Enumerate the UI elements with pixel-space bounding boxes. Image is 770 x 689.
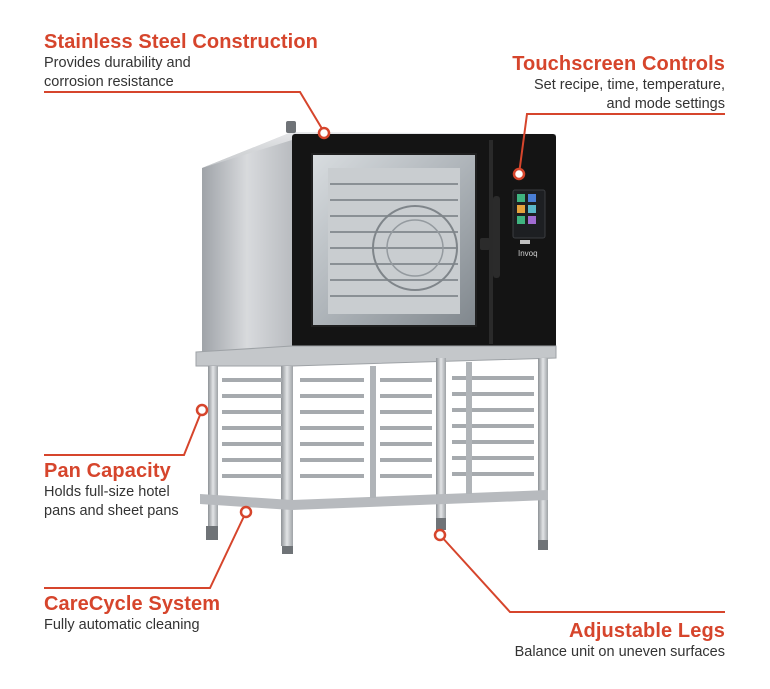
callout-desc: corrosion resistance [44, 74, 174, 90]
leader-pan [44, 409, 203, 456]
adjustable-foot [436, 518, 446, 530]
marker-carecycle [239, 505, 253, 519]
callout-title: Adjustable Legs [569, 620, 725, 642]
marker-legs [433, 528, 447, 542]
leader-stainless [44, 91, 325, 133]
callout-title: Stainless Steel Construction [44, 31, 318, 53]
adjustable-foot [538, 540, 548, 550]
stand-post-front-left [281, 366, 293, 546]
callout-desc: Set recipe, time, temperature, [534, 77, 725, 93]
callout-desc: Provides durability and [44, 55, 191, 71]
callout-carecycle-system: CareCycle System Fully automatic cleanin… [44, 592, 220, 635]
brand-logo: Invoq [518, 249, 538, 258]
callout-title: Touchscreen Controls [512, 53, 725, 75]
leader-touchscreen [518, 113, 725, 175]
oven-side-panel [202, 132, 292, 352]
callout-desc: Fully automatic cleaning [44, 617, 200, 633]
oven-vent [286, 121, 296, 133]
marker-stainless [317, 126, 331, 140]
callout-desc: and mode settings [606, 96, 726, 112]
adjustable-foot [282, 546, 293, 554]
pan-slides [222, 376, 534, 478]
adjustable-foot [206, 526, 218, 540]
callout-stainless-steel: Stainless Steel Construction Provides du… [44, 30, 318, 92]
callout-touchscreen-controls: Touchscreen Controls Set recipe, time, t… [512, 52, 725, 114]
callout-title: Pan Capacity [44, 460, 171, 482]
oven-fan [372, 205, 458, 291]
callout-pan-capacity: Pan Capacity Holds full-size hotel pans … [44, 459, 179, 521]
stand-top-frame [195, 345, 557, 367]
marker-touchscreen [512, 167, 526, 181]
callout-adjustable-legs: Adjustable Legs Balance unit on uneven s… [515, 619, 725, 662]
callout-desc: Holds full-size hotel [44, 484, 170, 500]
callout-title: CareCycle System [44, 593, 221, 615]
callout-desc: Balance unit on uneven surfaces [514, 644, 725, 660]
leader-carecycle [44, 511, 247, 589]
marker-pan [195, 403, 209, 417]
oven-door-handle [493, 196, 500, 278]
leader-legs [439, 534, 725, 613]
stand-post-front-right [436, 358, 446, 518]
callout-desc: pans and sheet pans [44, 503, 179, 519]
oven-racks [330, 183, 458, 297]
